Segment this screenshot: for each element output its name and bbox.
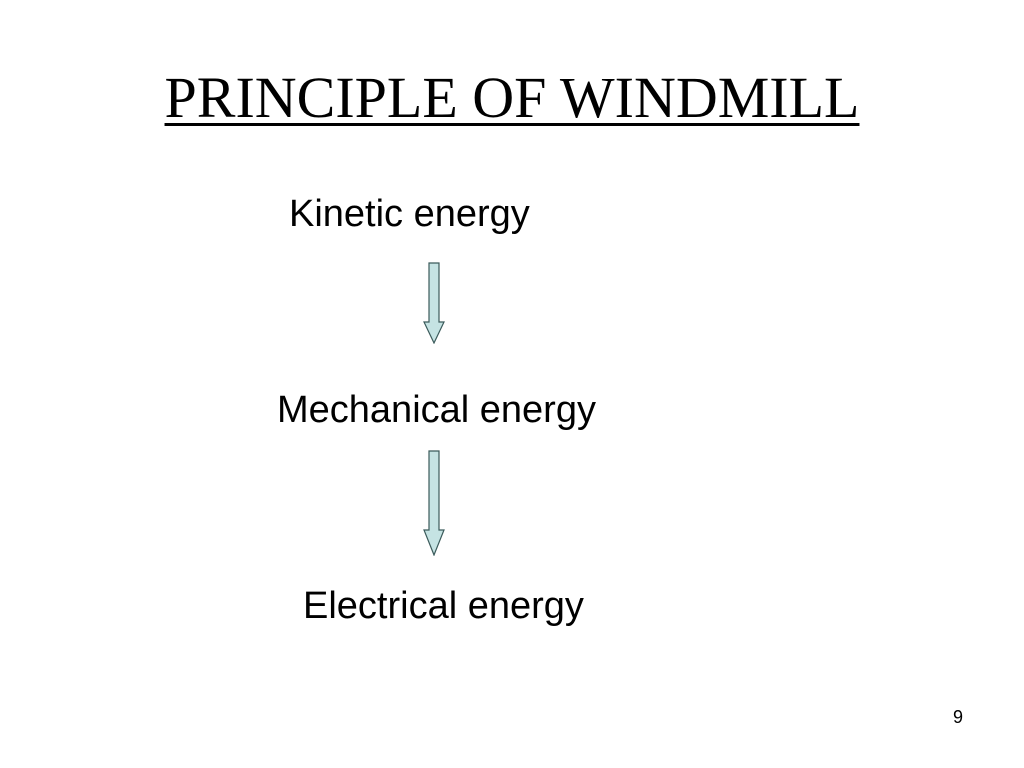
page-number: 9 bbox=[952, 707, 963, 727]
step-electrical-energy: Electrical energy bbox=[303, 585, 584, 627]
down-arrow-icon bbox=[423, 450, 445, 556]
down-arrow-shape bbox=[423, 450, 445, 556]
step-mechanical-energy: Mechanical energy bbox=[277, 389, 596, 431]
slide-title: PRINCIPLE OF WINDMILL bbox=[0, 62, 1024, 134]
step-kinetic-energy: Kinetic energy bbox=[289, 193, 530, 235]
down-arrow-icon bbox=[423, 262, 445, 344]
slide-title-text: PRINCIPLE OF WINDMILL bbox=[164, 65, 860, 130]
down-arrow-shape bbox=[423, 262, 445, 344]
